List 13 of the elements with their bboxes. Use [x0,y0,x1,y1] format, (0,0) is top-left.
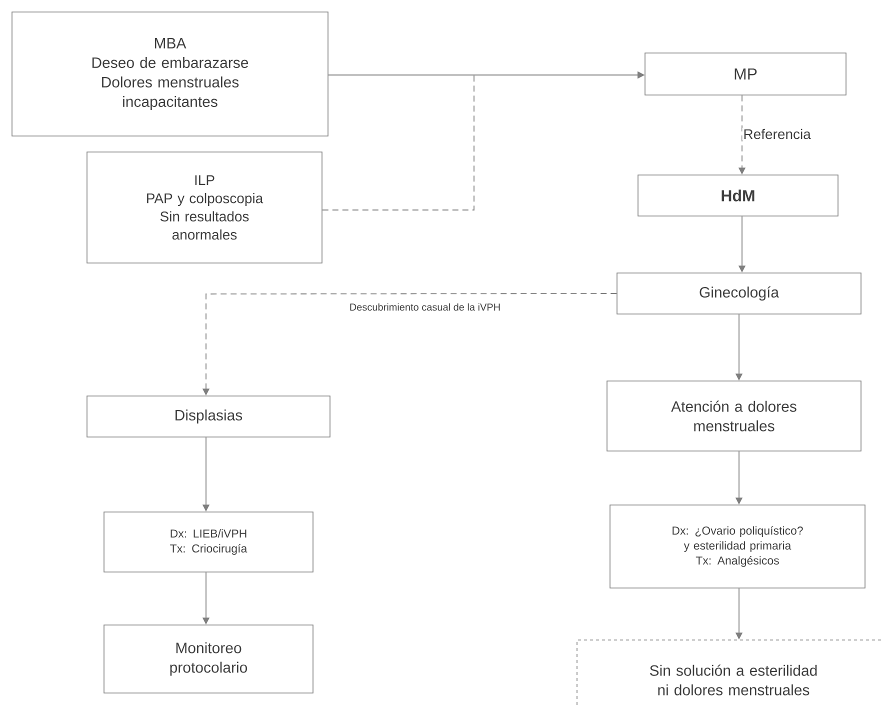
process-box: MBA Deseo de embarazarse Dolores menstruales incapacitantes [12,12,328,136]
edge-label: Descubrimiento casual de la iVPH [348,302,502,312]
process-box: Ginecología [616,272,862,314]
edge-label: Referencia [742,128,812,140]
outcome-box: Sin solución a esterilidad ni dolores menstruales [576,640,882,706]
process-box: Displasias [86,396,330,438]
process-box: Dx: LIEB/iVPH Tx: Criocirugía [104,512,314,572]
process-box: Monitoreo protocolario [104,624,314,694]
process-box: Dx: ¿Ovario poliquístico? y esterilidad primaria Tx: Analgésicos [610,504,866,588]
process-box: Atención a dolores menstruales [606,380,862,452]
process-box: ILP PAP y colposcopia Sin resultados anormales [86,152,322,264]
process-box: MP [644,52,846,96]
process-box: HdM [638,174,838,216]
